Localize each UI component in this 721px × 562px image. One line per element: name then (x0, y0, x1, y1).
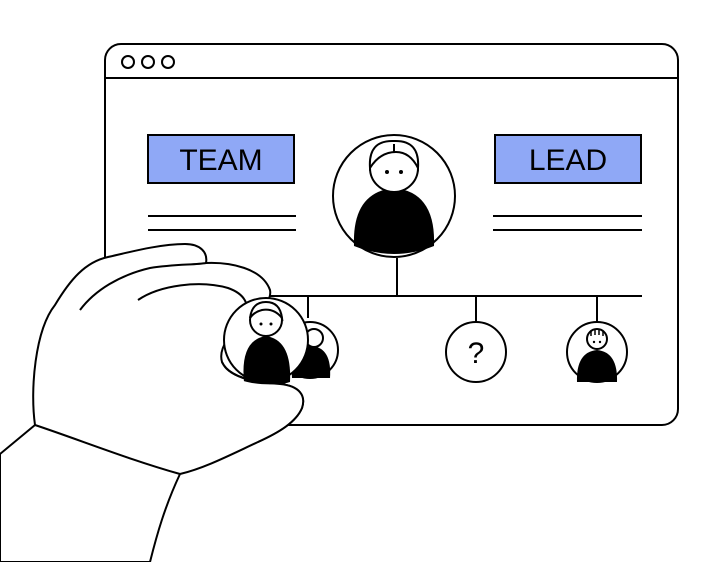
unknown-member-glyph: ? (468, 337, 485, 370)
fingertip-outline (221, 361, 305, 443)
member-avatar-icon (566, 321, 628, 383)
lead-label: LEAD (529, 144, 607, 177)
team-label: TEAM (179, 144, 262, 177)
team-label-box: TEAM (147, 134, 295, 184)
window-control-dot-2 (141, 55, 155, 69)
question-mark-icon: ? (445, 321, 507, 383)
lead-label-box: LEAD (494, 134, 642, 184)
fingertip-icon (221, 362, 304, 430)
window-control-dot-1 (121, 55, 135, 69)
window-control-dot-3 (161, 55, 175, 69)
leader-avatar-icon (332, 134, 456, 258)
held-avatar-icon (223, 297, 309, 386)
